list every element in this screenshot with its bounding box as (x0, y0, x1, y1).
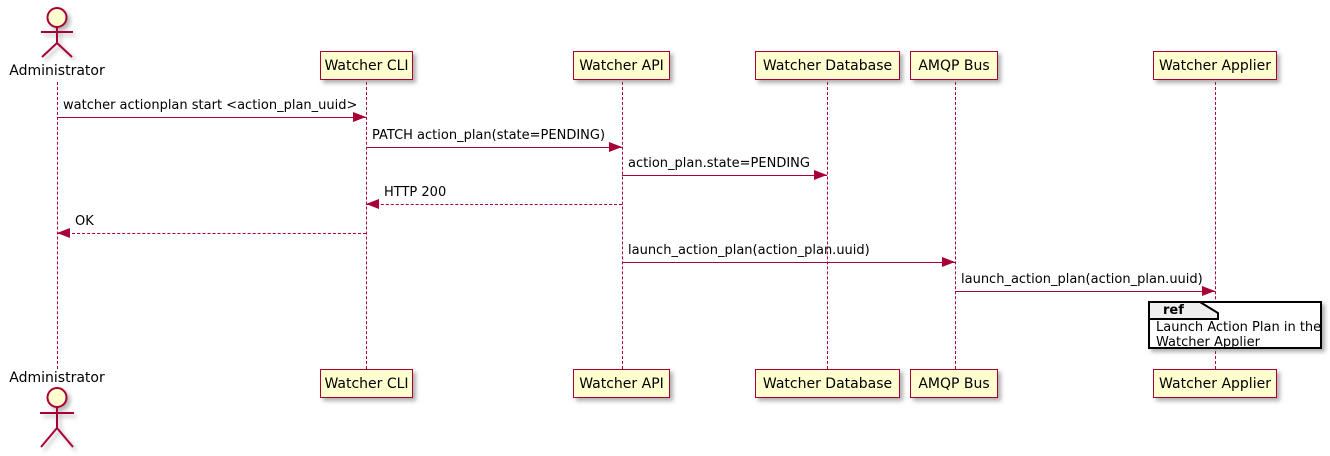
actor-figure-top (35, 6, 79, 58)
participant-box-db-bottom: Watcher Database (755, 369, 900, 398)
message-arrow-line (622, 262, 955, 263)
ref-line: Watcher Applier (1156, 335, 1260, 350)
lifeline-db (827, 82, 828, 369)
message-label: PATCH action_plan(state=PENDING) (372, 128, 606, 143)
lifeline-api (622, 82, 623, 369)
participant-box-applier-top: Watcher Applier (1153, 51, 1277, 80)
lifeline-amqp (955, 82, 956, 369)
participant-box-amqp-bottom: AMQP Bus (910, 369, 998, 398)
message-label: OK (75, 214, 94, 229)
message-arrowhead (366, 199, 379, 209)
participant-box-cli-bottom: Watcher CLI (320, 369, 413, 398)
message-arrow-line (366, 147, 622, 148)
lifeline-cli (366, 82, 367, 369)
participant-box-api-bottom: Watcher API (573, 369, 670, 398)
message-arrow-line (622, 175, 827, 176)
participant-box-cli-top: Watcher CLI (320, 51, 413, 80)
message-label: launch_action_plan(action_plan.uuid) (628, 243, 870, 258)
actor-label-top: Administrator (9, 63, 105, 79)
message-arrowhead (814, 170, 827, 180)
participant-box-amqp-top: AMQP Bus (910, 51, 998, 80)
participant-box-db-top: Watcher Database (755, 51, 900, 80)
lifeline-applier (1215, 82, 1216, 369)
ref-line: Launch Action Plan in the (1156, 320, 1322, 335)
message-arrow-line (366, 204, 622, 205)
actor-figure-bottom (35, 386, 79, 450)
actor-label-bottom: Administrator (9, 370, 105, 386)
message-arrow-line (57, 233, 366, 234)
participant-box-api-top: Watcher API (573, 51, 670, 80)
message-arrowhead (942, 257, 955, 267)
message-label: HTTP 200 (384, 185, 447, 200)
lifeline-admin (57, 82, 58, 369)
message-label: watcher actionplan start <action_plan_uu… (63, 98, 358, 113)
message-arrow-line (57, 117, 366, 118)
message-arrowhead (609, 142, 622, 152)
message-arrow-line (955, 291, 1215, 292)
message-arrowhead (57, 228, 70, 238)
message-label: launch_action_plan(action_plan.uuid) (961, 272, 1203, 287)
ref-tab-label: ref (1163, 303, 1184, 318)
message-label: action_plan.state=PENDING (628, 156, 810, 171)
message-arrowhead (1202, 286, 1215, 296)
participant-box-applier-bottom: Watcher Applier (1153, 369, 1277, 398)
ref-tab (1148, 301, 1220, 324)
message-arrowhead (353, 112, 366, 122)
